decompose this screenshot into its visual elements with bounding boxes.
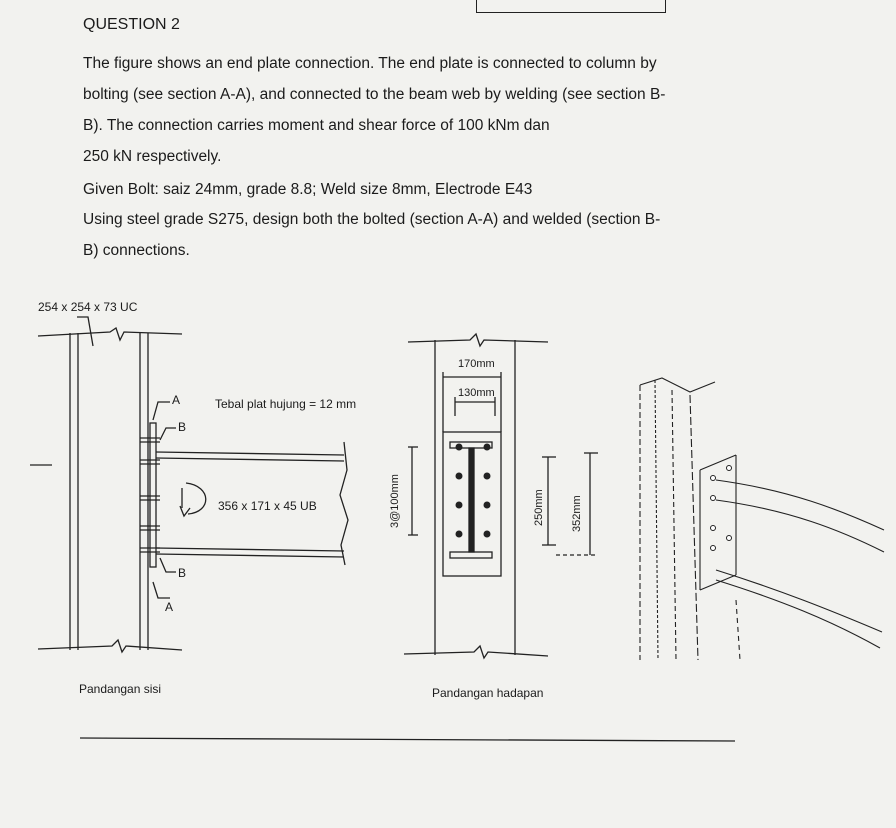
design-instruction: Using steel grade S275, design both the … — [83, 204, 660, 266]
question-paragraph: The figure shows an end plate connection… — [83, 48, 763, 172]
design-line: B) connections. — [83, 242, 190, 259]
front-end-plate — [442, 431, 502, 577]
front-view-column — [403, 332, 549, 660]
section-label-b-bottom: B — [178, 566, 187, 580]
isometric-view — [639, 377, 885, 661]
section-label-a-bottom: A — [165, 600, 174, 614]
paragraph-line: B). The connection carries moment and sh… — [83, 117, 550, 134]
given-data-line: Given Bolt: saiz 24mm, grade 8.8; Weld s… — [83, 181, 533, 198]
beam-section — [449, 441, 493, 559]
front-bolts — [455, 443, 491, 538]
depth-dimensions — [542, 452, 598, 556]
width-dimensions — [442, 372, 502, 432]
dim-bolt-spacing-label: 3@100mm — [389, 474, 401, 528]
bolt-spacing-dimension — [408, 446, 418, 536]
side-view-beam — [155, 441, 349, 566]
beam-size-label: 356 x 171 x 45 UB — [218, 499, 317, 513]
cropped-callout-box — [476, 0, 666, 13]
section-markers — [152, 401, 176, 599]
section-label-a-top: A — [172, 393, 181, 407]
plate-thickness-note: Tebal plat hujung = 12 mm — [215, 397, 357, 411]
dim-352-label: 352mm — [571, 495, 583, 532]
end-plate — [149, 422, 157, 568]
column-size-label: 254 x 254 x 73 UC — [38, 300, 138, 314]
bottom-rule — [79, 737, 736, 742]
paragraph-line: The figure shows an end plate connection… — [83, 55, 657, 72]
question-title: QUESTION 2 — [83, 16, 180, 33]
iso-bolts — [710, 465, 732, 551]
dim-130-label: 130mm — [458, 387, 495, 399]
dim-170-label: 170mm — [458, 358, 495, 370]
dim-250-label: 250mm — [533, 489, 545, 526]
side-view-caption: Pandangan sisi — [79, 682, 162, 696]
section-label-b-top: B — [178, 420, 187, 434]
paragraph-line: 250 kN respectively. — [83, 148, 222, 165]
design-line: Using steel grade S275, design both the … — [83, 211, 661, 228]
front-view-caption: Pandangan hadapan — [432, 686, 544, 700]
paragraph-line: bolting (see section A-A), and connected… — [83, 86, 666, 103]
moment-arrow-icon — [185, 482, 207, 515]
side-view-column — [37, 316, 183, 654]
